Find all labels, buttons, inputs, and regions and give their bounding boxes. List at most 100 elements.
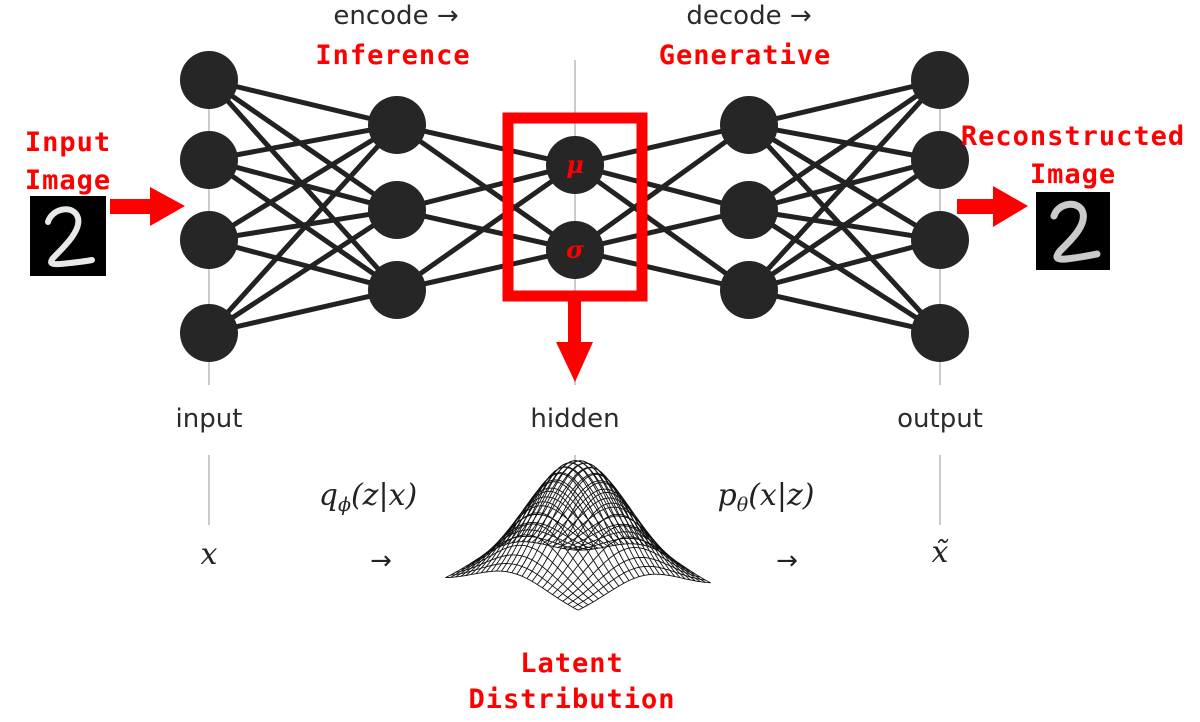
network-edge bbox=[747, 78, 942, 292]
input-arrow bbox=[110, 187, 185, 226]
math-encoder-tail: (z|x) bbox=[350, 478, 418, 513]
network-edge bbox=[207, 207, 399, 336]
network-edge bbox=[748, 237, 941, 293]
surface-grid-line bbox=[531, 482, 665, 582]
latent-distribution-surface bbox=[445, 460, 711, 611]
node-dec-0 bbox=[720, 96, 778, 154]
surface-grid-line bbox=[480, 487, 614, 574]
math-x-tilde: x̃ bbox=[931, 535, 949, 570]
layer-label-hidden: hidden bbox=[530, 404, 620, 434]
surface-grid-line bbox=[445, 541, 579, 579]
math-decoder-fn: pθ(x|z) bbox=[718, 481, 815, 515]
network-edge bbox=[396, 122, 576, 168]
network-edge bbox=[396, 247, 576, 293]
network-edge bbox=[208, 122, 398, 163]
network-edge bbox=[395, 162, 577, 293]
input-image-label-line-1: Input bbox=[24, 127, 112, 158]
reconstructed-image-label-line-1: Reconstructed bbox=[960, 121, 1186, 152]
network-edge bbox=[208, 207, 398, 243]
network-edge bbox=[208, 287, 398, 336]
network-edge bbox=[574, 247, 750, 293]
node-output-0 bbox=[911, 51, 969, 109]
surface-grid-line bbox=[541, 502, 676, 589]
node-input-1 bbox=[180, 131, 238, 189]
network-edge bbox=[574, 122, 750, 168]
surface-grid-line bbox=[521, 467, 655, 577]
network-edge bbox=[574, 207, 750, 253]
surface-grid-line bbox=[445, 570, 579, 611]
surface-grid-line bbox=[577, 573, 711, 611]
latent-distribution-label: Latent Distribution bbox=[468, 646, 675, 718]
network-edge bbox=[207, 122, 399, 243]
node-label-hidden-1: σ bbox=[566, 235, 584, 264]
node-output-1 bbox=[911, 131, 969, 189]
node-enc-0 bbox=[368, 96, 426, 154]
math-encoder-fn: qϕ(z|x) bbox=[319, 481, 417, 515]
node-output-2 bbox=[911, 211, 969, 269]
network-edge bbox=[396, 162, 576, 213]
network-edge bbox=[208, 77, 398, 128]
layer-label-output: output bbox=[897, 404, 983, 434]
network-nodes: μσ bbox=[180, 51, 969, 362]
network-edge bbox=[208, 237, 398, 293]
inference-label: Inference bbox=[315, 40, 471, 71]
surface-grid-line bbox=[455, 529, 589, 578]
latent-distribution-label-line-1: Latent bbox=[520, 648, 624, 679]
input-image-label-line-2: Image bbox=[24, 165, 112, 196]
surface-grid-line bbox=[572, 565, 706, 608]
math-decoder-tail: (x|z) bbox=[748, 478, 815, 513]
network-edge bbox=[747, 207, 942, 336]
surface-grid-line bbox=[465, 513, 599, 576]
surface-grid-line bbox=[501, 466, 635, 579]
output-arrow bbox=[957, 186, 1028, 227]
decoder-arrow: → bbox=[776, 546, 798, 576]
node-output-3 bbox=[911, 304, 969, 362]
network-edge bbox=[573, 122, 751, 253]
surface-grid-line bbox=[490, 472, 625, 572]
node-input-3 bbox=[180, 304, 238, 362]
layer-label-input: input bbox=[175, 404, 243, 434]
network-edge bbox=[747, 157, 942, 293]
surface-grid-line bbox=[526, 473, 660, 579]
reconstructed-image-label: Reconstructed Image bbox=[961, 118, 1185, 194]
network-edge bbox=[747, 123, 942, 335]
node-dec-2 bbox=[720, 261, 778, 319]
node-label-hidden-0: μ bbox=[566, 150, 584, 179]
surface-grid-line bbox=[557, 536, 691, 599]
surface-grid-line bbox=[542, 488, 676, 577]
network-edge bbox=[747, 77, 942, 213]
generative-label: Generative bbox=[658, 40, 832, 71]
network-edge bbox=[748, 287, 941, 336]
latent-distribution-label-line-2: Distribution bbox=[468, 684, 676, 715]
surface-grid-line bbox=[562, 547, 696, 602]
math-decoder-head: p bbox=[717, 478, 737, 513]
surface-grid-line bbox=[475, 496, 609, 575]
math-decoder-sub: θ bbox=[736, 494, 749, 516]
node-enc-1 bbox=[368, 181, 426, 239]
input-digit-image bbox=[30, 196, 106, 276]
surface-grid-line bbox=[485, 479, 620, 573]
surface-grid-line bbox=[511, 460, 645, 574]
decode-label: decode → bbox=[686, 1, 812, 31]
encode-label: encode → bbox=[333, 1, 459, 31]
surface-grid-line bbox=[460, 522, 594, 577]
node-input-0 bbox=[180, 51, 238, 109]
surface-grid-line bbox=[547, 513, 681, 592]
surface-grid-line bbox=[506, 460, 640, 572]
reconstructed-digit-image bbox=[1036, 192, 1110, 270]
math-x: x bbox=[200, 537, 218, 572]
node-hidden-0 bbox=[546, 136, 604, 194]
down-arrow-to-latent bbox=[556, 296, 593, 382]
node-enc-2 bbox=[368, 261, 426, 319]
math-encoder-sub: ϕ bbox=[338, 494, 351, 516]
reconstructed-image-label-line-2: Image bbox=[1029, 159, 1117, 190]
node-input-2 bbox=[180, 211, 238, 269]
encoder-arrow: → bbox=[370, 546, 392, 576]
surface-grid-line bbox=[567, 556, 701, 605]
network-edges bbox=[207, 77, 942, 336]
surface-grid-line bbox=[470, 505, 604, 575]
math-encoder-head: q bbox=[318, 478, 339, 513]
network-edge bbox=[748, 77, 941, 128]
